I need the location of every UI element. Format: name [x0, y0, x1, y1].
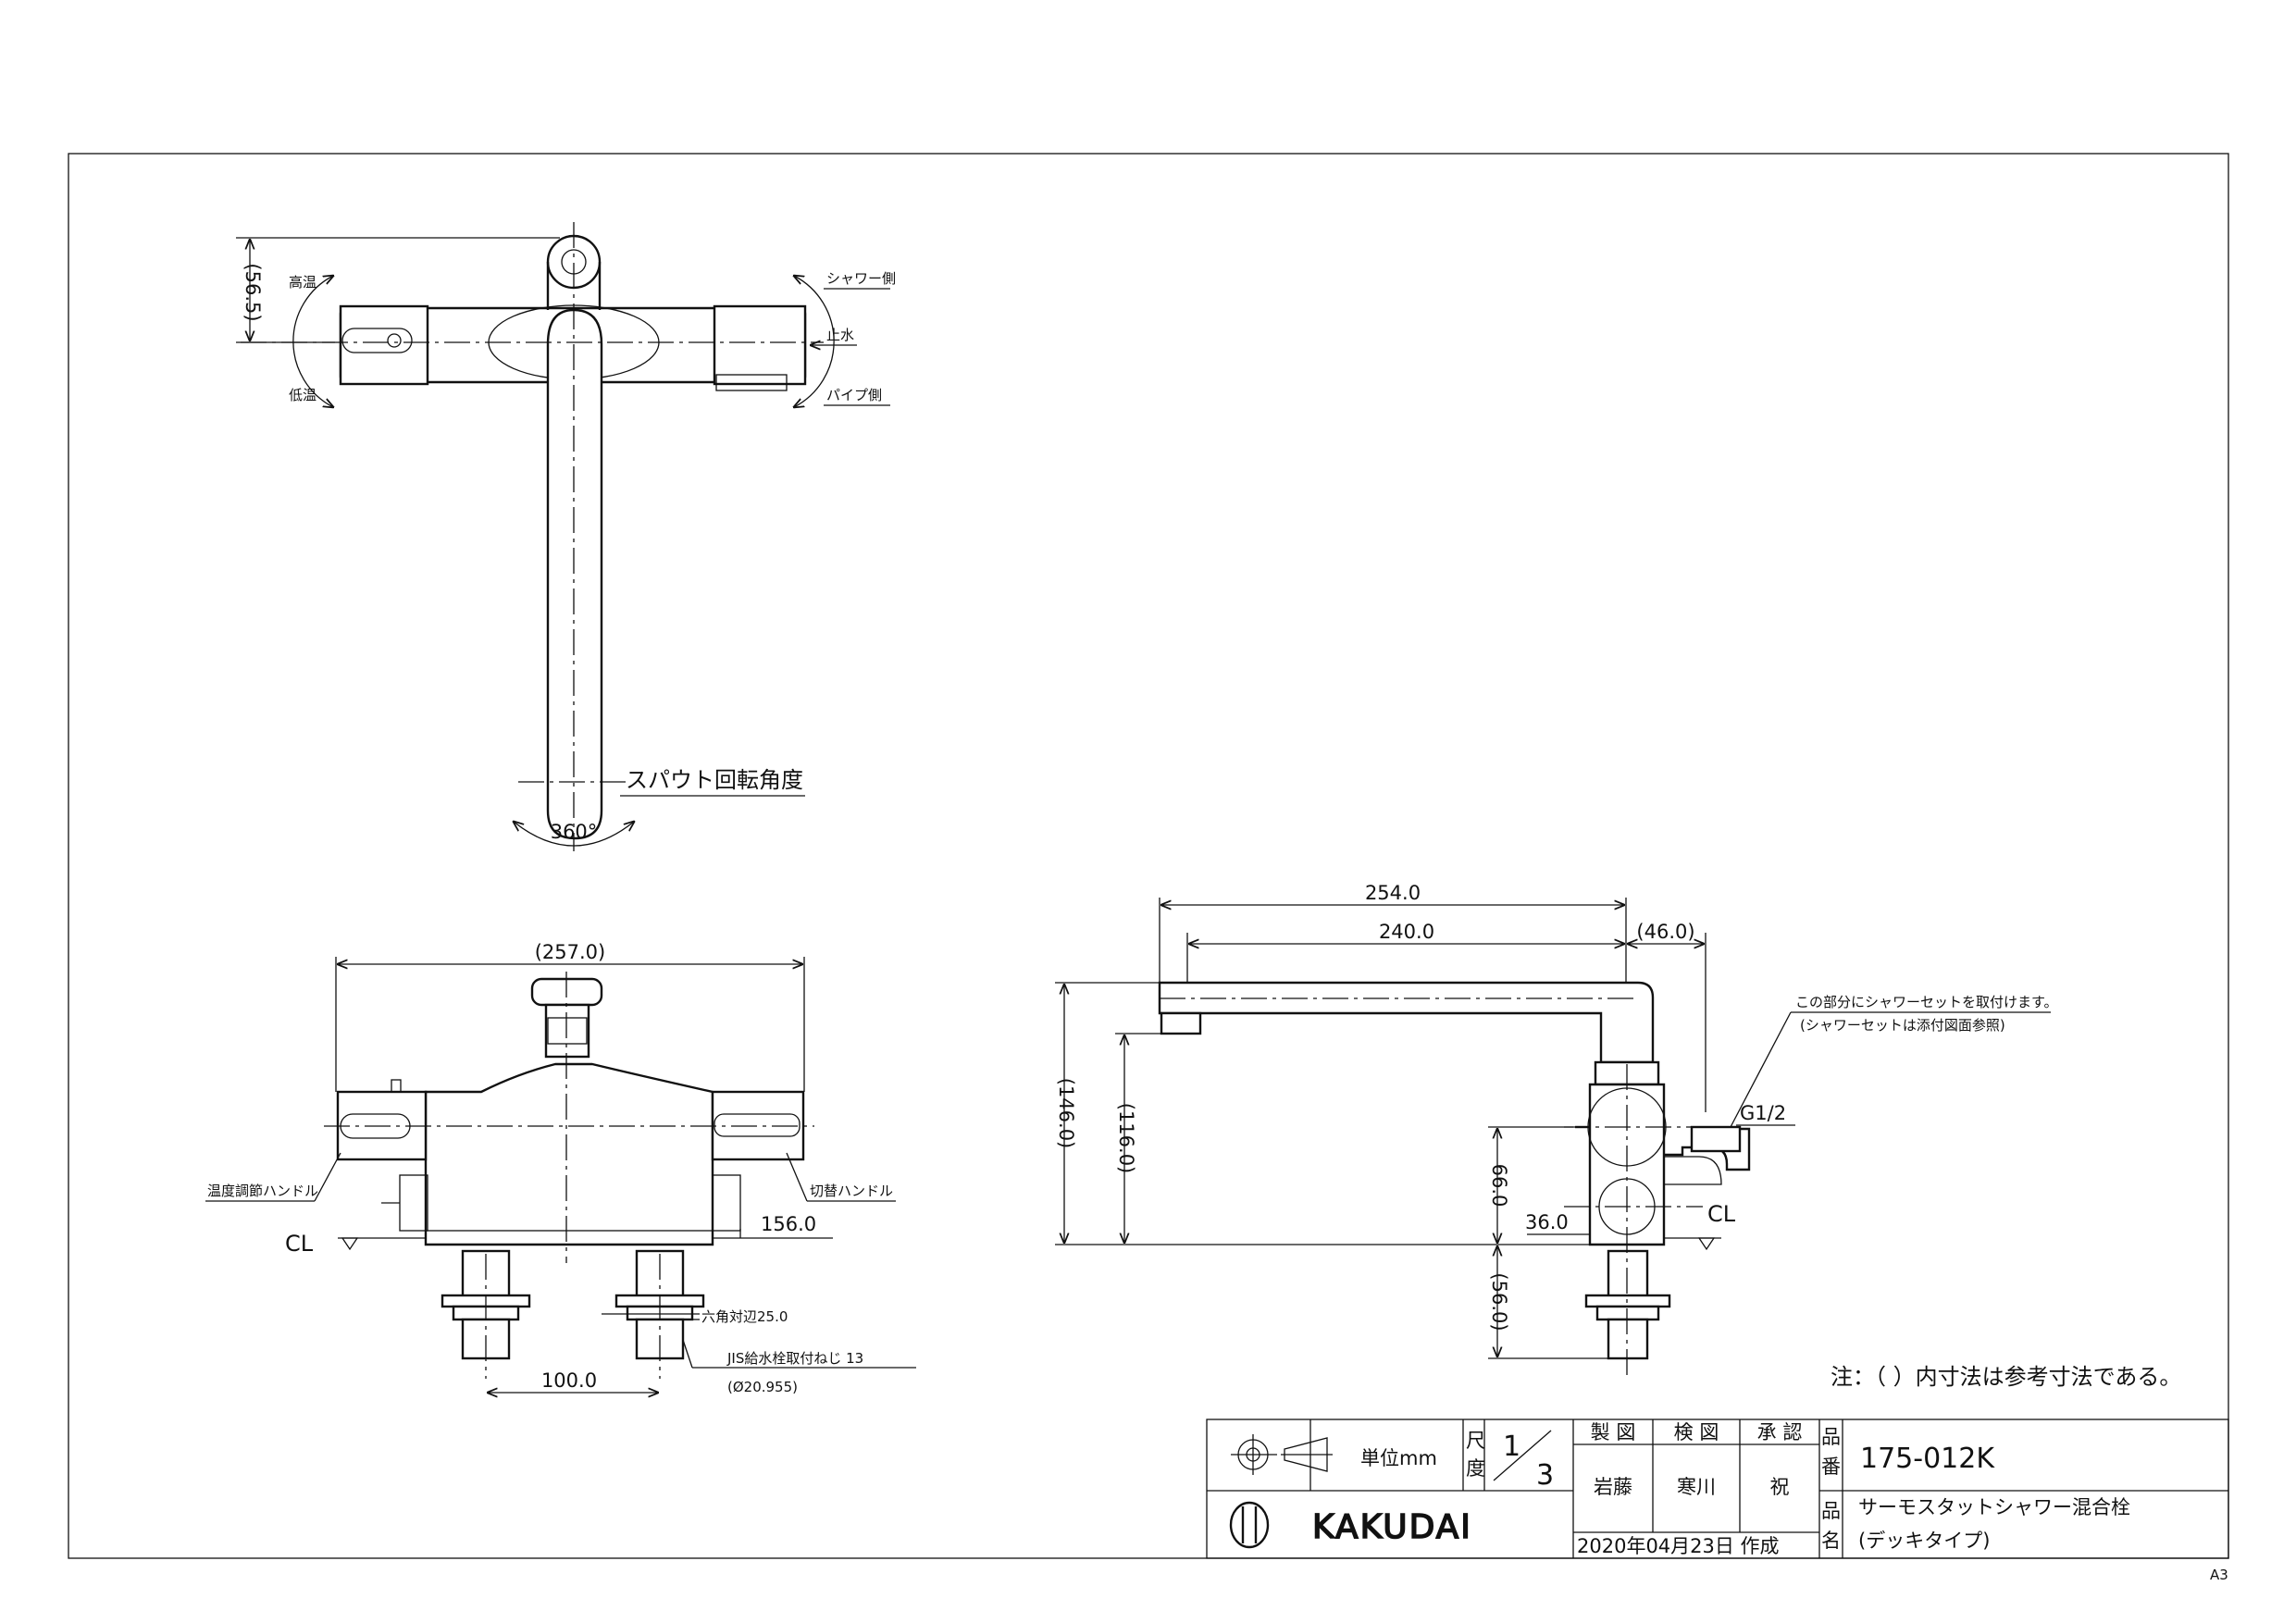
label-temp-handle: 温度調節ハンドル: [207, 1183, 318, 1199]
side-view: 254.0 240.0 (46.0) (146.0) (1: [1055, 882, 2058, 1379]
dim-156: 156.0: [761, 1213, 816, 1235]
scale-label-1: 尺: [1466, 1430, 1485, 1452]
label-spout-rotation: スパウト回転角度: [626, 767, 803, 793]
label-thread: G1/2: [1740, 1102, 1786, 1124]
name-label-2: 名: [1821, 1530, 1841, 1552]
dim-116: (116.0): [1115, 1103, 1137, 1174]
label-hot: 高温: [289, 274, 316, 291]
note-shower-mount: この部分にシャワーセットを取付けます。: [1795, 994, 2058, 1010]
general-note: 注：（ ）内寸法は参考寸法である。: [1831, 1364, 2181, 1390]
approved-header: 承 認: [1757, 1421, 1803, 1443]
paper-size: A3: [2210, 1567, 2228, 1583]
dim-257: (257.0): [535, 941, 606, 963]
part-number: 175-012K: [1860, 1443, 1995, 1475]
drawing-frame: [68, 153, 2229, 1559]
checked-header: 検 図: [1674, 1421, 1719, 1443]
label-cold: 低温: [289, 387, 316, 403]
top-right-handle: [713, 304, 807, 386]
label-shower-side: シャワー側: [826, 270, 896, 287]
side-cl: CL: [1707, 1201, 1736, 1227]
dim-146: (146.0): [1055, 1078, 1077, 1149]
dim-240: 240.0: [1379, 921, 1434, 943]
dim-254: 254.0: [1365, 882, 1421, 904]
scale-num: 1: [1503, 1431, 1520, 1463]
label-switch-handle: 切替ハンドル: [810, 1183, 893, 1199]
side-spout: [1158, 981, 1655, 1064]
front-body: [424, 1062, 714, 1246]
title-block: 単位mm 尺 度 1 3 製 図 検 図 承 認 岩藤 寒川 祝 品 番 175…: [1206, 1419, 2229, 1559]
dim-100: 100.0: [541, 1369, 597, 1392]
dim-56-5: (56.5): [242, 263, 264, 321]
checked-by: 寒川: [1677, 1476, 1716, 1498]
top-left-handle: [339, 304, 429, 386]
note-shower-ref: (シャワーセットは添付図面参照): [1800, 1017, 2005, 1034]
created-date: 2020年04月23日 作成: [1577, 1535, 1780, 1557]
top-spout: [546, 308, 603, 840]
label-stop: 止水: [826, 327, 854, 343]
dim-36: 36.0: [1525, 1211, 1569, 1233]
name-label-1: 品: [1821, 1500, 1841, 1522]
label-jis-dia: (Ø20.955): [727, 1379, 798, 1395]
dim-46: (46.0): [1636, 921, 1694, 943]
unit: 単位mm: [1360, 1447, 1437, 1469]
product-name: サーモスタットシャワー混合栓: [1858, 1496, 2130, 1518]
dim-56: (56.0): [1488, 1272, 1510, 1331]
part-no-label-1: 品: [1821, 1426, 1841, 1448]
scale-den: 3: [1536, 1459, 1554, 1492]
part-no-label-2: 番: [1821, 1456, 1841, 1478]
drawn-by: 岩藤: [1594, 1476, 1632, 1498]
scale-label-2: 度: [1466, 1457, 1485, 1480]
projection-symbol: [1231, 1434, 1333, 1475]
drawn-header: 製 図: [1591, 1421, 1636, 1443]
top-view: (56.5) 高温 低温 シャワー側 止水 パイプ側 スパウト回転角度 360°: [236, 222, 896, 851]
approved-by: 祝: [1770, 1476, 1790, 1498]
kakudai-logo: KAKUDAI: [1229, 1501, 1472, 1549]
product-type: (デッキタイプ): [1858, 1530, 1990, 1552]
label-360: 360°: [551, 821, 598, 843]
front-cl: CL: [285, 1231, 314, 1257]
label-hex: 六角対辺25.0: [701, 1308, 788, 1325]
front-view: (257.0): [205, 941, 916, 1395]
dim-66: 66.0: [1488, 1164, 1510, 1208]
label-jis: JIS給水栓取付ねじ 13: [726, 1350, 863, 1367]
label-pipe-side: パイプ側: [826, 387, 882, 403]
brand-name: KAKUDAI: [1312, 1508, 1472, 1546]
